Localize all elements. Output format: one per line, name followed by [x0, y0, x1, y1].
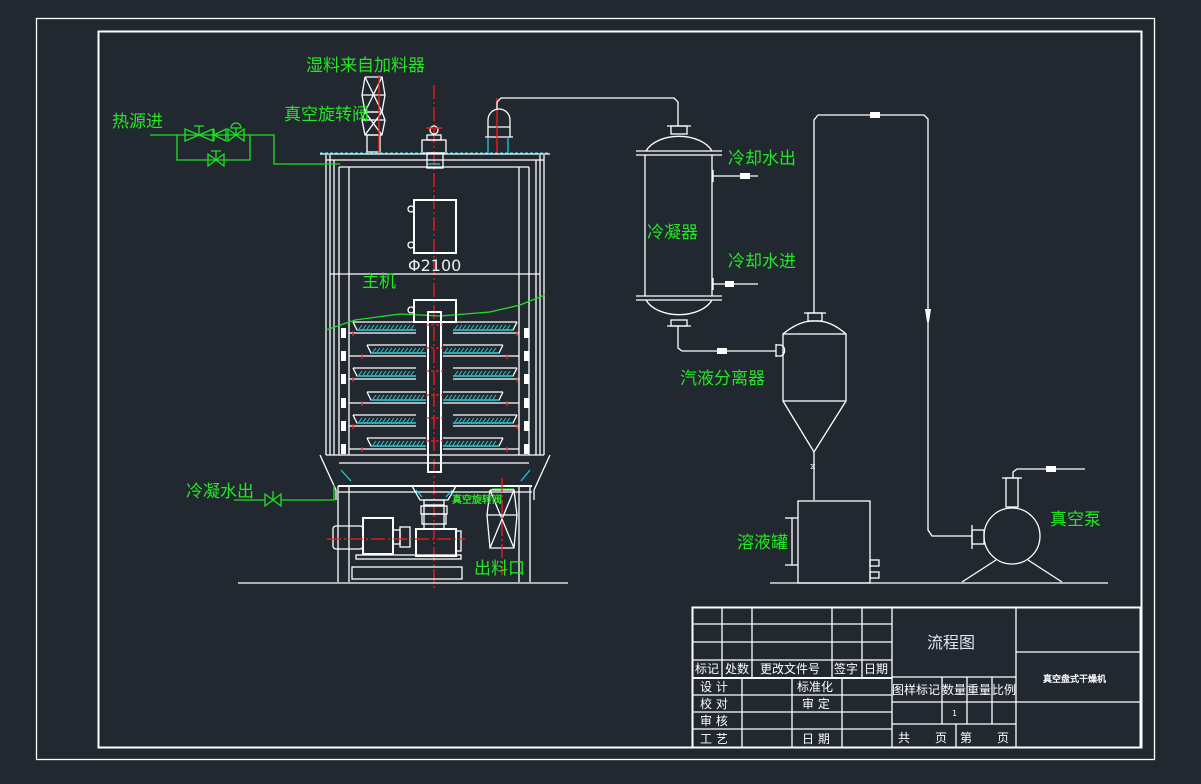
attr-header-weight: 重量	[967, 683, 991, 697]
rev-header-doc-no: 更改文件号	[760, 661, 820, 676]
row-approve-label: 审 定	[802, 696, 830, 711]
row-process-label: 工 艺	[700, 732, 728, 746]
flow-arrow-icon	[870, 112, 880, 118]
heating-disc	[352, 321, 416, 331]
discharge-rotary-valve	[486, 478, 518, 575]
heating-disc	[352, 414, 416, 424]
heating-disc	[352, 367, 416, 377]
vacuum-pump: 真空泵	[961, 466, 1101, 583]
diameter-label: Φ2100	[408, 256, 461, 275]
condenser-label: 冷凝器	[647, 223, 698, 243]
flow-arrow-icon	[1046, 466, 1056, 472]
sheet-total-label: 共	[898, 731, 910, 745]
attr-header-scale: 比例	[992, 683, 1016, 697]
condensate-water-out-label: 冷凝水出	[186, 482, 254, 502]
cooling-water-out-label: 冷却水出	[728, 149, 796, 169]
solution-tank-label: 溶液罐	[737, 533, 788, 553]
vapor-liquid-separator: ⧖ 汽液分离器	[680, 312, 847, 500]
attr-header-drawing-mark: 图样标记	[892, 682, 940, 697]
quantity-value: 1	[952, 709, 957, 718]
vacuum-pump-label: 真空泵	[1050, 510, 1101, 530]
control-valve-icon	[227, 122, 245, 143]
rev-header-date: 日期	[864, 662, 888, 676]
wet-material-feed-label: 湿料来自加料器	[306, 56, 425, 76]
valve-icon	[184, 125, 214, 142]
inner-frame	[97, 30, 1143, 749]
vacuum-rotary-valve-bottom-label: 真空旋转阀	[452, 493, 502, 506]
heat-source-in-label: 热源进	[112, 112, 163, 132]
condenser: 冷凝器 冷却水出 冷却水进	[636, 125, 796, 327]
bypass-valve-icon	[207, 150, 225, 168]
vent-dome	[485, 98, 513, 155]
product-name: 真空盘式干燥机	[1043, 673, 1106, 685]
flow-arrow-icon	[740, 173, 750, 179]
cooling-water-in-label: 冷却水进	[728, 252, 796, 272]
vacuum-line	[813, 114, 972, 537]
row-standardization-label: 标准化	[797, 680, 833, 694]
condensate-pipe	[677, 326, 776, 352]
solution-tank: 溶液罐	[737, 500, 880, 584]
vacuum-rotary-valve-top-label: 真空旋转阀	[284, 105, 369, 125]
heating-discs	[341, 321, 529, 454]
row-design-label: 设 计	[700, 680, 728, 694]
sheet-total-unit: 页	[935, 731, 947, 745]
flow-arrow-icon	[925, 309, 931, 322]
top-drive-unit	[421, 125, 447, 154]
drive-motor	[327, 504, 465, 580]
drain-valve-icon: ⧖	[810, 462, 816, 471]
row-review-label: 审 核	[700, 713, 728, 728]
rev-header-mark: 标记	[695, 662, 719, 676]
title-block: 标记 处数 更改文件号 签字 日期 设 计 标准化 校 对 审 定 审 核 工 …	[691, 606, 1142, 749]
rev-header-count: 处数	[725, 661, 749, 676]
check-valve-icon	[212, 127, 227, 143]
vapor-pipe	[496, 97, 679, 126]
sheet-no-label: 第	[960, 731, 972, 745]
vacuum-disc-dryer: Φ2100 主机	[238, 75, 568, 588]
row-date-label: 日 期	[802, 732, 830, 746]
outer-border	[35, 17, 1156, 761]
feed-rotary-valve-top	[361, 75, 386, 155]
sheet-no-unit: 页	[997, 731, 1009, 745]
rev-header-signature: 签字	[834, 661, 858, 676]
discharge-port-label: 出料口	[474, 559, 525, 579]
row-check-label: 校 对	[700, 696, 728, 711]
flow-arrow-icon	[725, 281, 734, 287]
condensate-outlet-piping: 冷凝水出	[186, 482, 335, 508]
vapor-liquid-separator-label: 汽液分离器	[680, 369, 765, 389]
main-machine-label: 主机	[362, 272, 396, 292]
flow-arrow-icon	[717, 348, 727, 354]
drawing-title: 流程图	[927, 633, 975, 652]
heat-source-inlet-piping: 热源进	[112, 112, 340, 168]
inspection-door	[413, 199, 457, 254]
central-shaft	[427, 311, 442, 473]
attr-header-quantity: 数量	[942, 682, 966, 697]
